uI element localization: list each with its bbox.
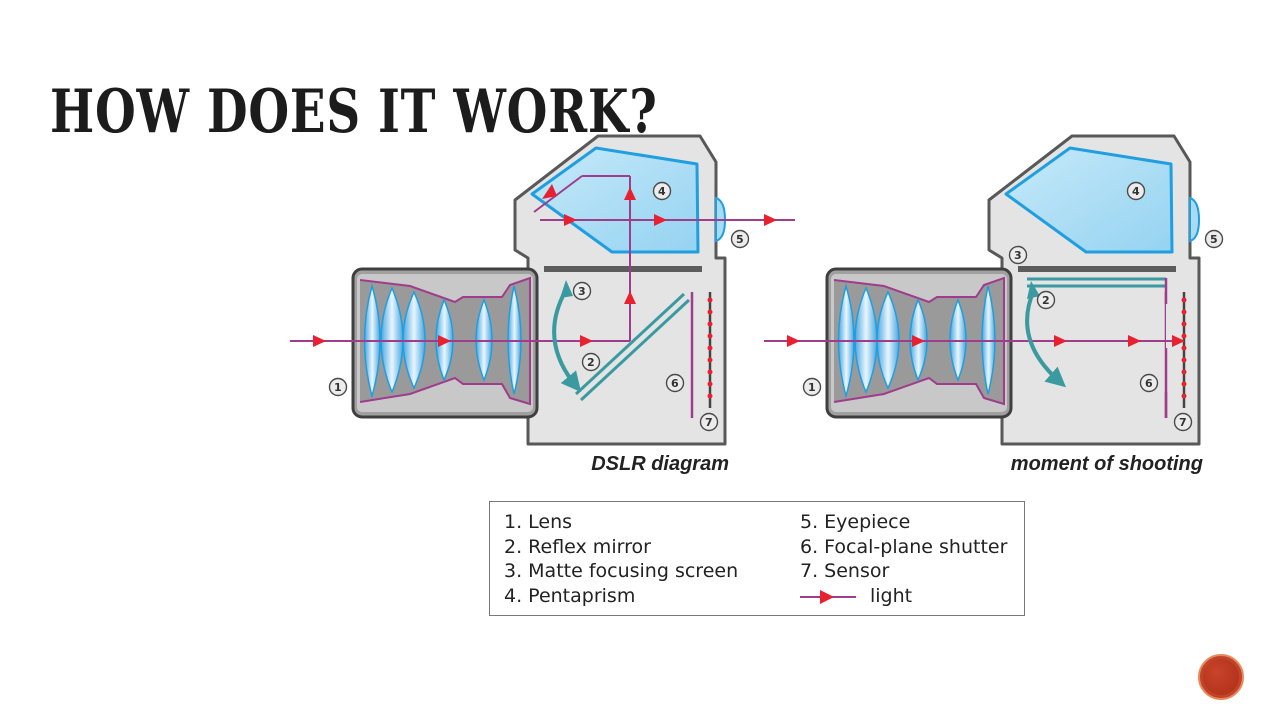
svg-text:5: 5 bbox=[736, 233, 744, 246]
legend-light-row: light bbox=[800, 584, 1007, 610]
svg-text:3: 3 bbox=[578, 285, 586, 298]
svg-text:7: 7 bbox=[1179, 416, 1187, 429]
svg-text:6: 6 bbox=[1145, 377, 1153, 390]
slide-title: HOW DOES IT WORK? bbox=[50, 77, 658, 147]
diagram-markers-left: 1 2 3 4 5 6 7 bbox=[328, 181, 750, 432]
legend-box: 1. Lens 2. Reflex mirror 3. Matte focusi… bbox=[489, 501, 1025, 616]
light-arrow-icon bbox=[800, 589, 856, 604]
svg-text:3: 3 bbox=[1014, 249, 1022, 262]
diagram-markers-right: 1 2 3 4 5 6 7 bbox=[802, 181, 1224, 432]
svg-text:1: 1 bbox=[334, 381, 342, 394]
svg-text:5: 5 bbox=[1210, 233, 1218, 246]
svg-text:7: 7 bbox=[705, 416, 713, 429]
svg-text:6: 6 bbox=[671, 377, 679, 390]
caption-dslr-diagram: DSLR diagram bbox=[591, 453, 729, 475]
sensor-dots-right bbox=[1181, 297, 1187, 399]
legend-item: 1. Lens bbox=[504, 511, 573, 533]
light-arrowheads-right bbox=[787, 335, 1185, 347]
svg-text:4: 4 bbox=[1132, 185, 1140, 198]
left-camera: 1 2 3 4 5 6 7 DSLR diagram bbox=[290, 134, 795, 475]
circle-next-icon[interactable] bbox=[1198, 654, 1244, 700]
light-path-left bbox=[290, 175, 795, 342]
svg-text:2: 2 bbox=[1042, 294, 1050, 307]
mirror-swing-arrow-left bbox=[552, 289, 582, 393]
svg-text:1: 1 bbox=[808, 381, 816, 394]
right-camera: 1 2 3 4 5 6 7 moment of shooting bbox=[764, 134, 1224, 475]
legend-item: 2. Reflex mirror bbox=[504, 535, 651, 558]
legend-right-column: 5. Eyepiece 6. Focal-plane shutter 7. Se… bbox=[800, 510, 1007, 610]
caption-moment-of-shooting: moment of shooting bbox=[1011, 453, 1203, 475]
svg-text:2: 2 bbox=[587, 356, 595, 369]
legend-item: 4. Pentaprism bbox=[504, 584, 636, 607]
sensor-dots-left bbox=[707, 297, 713, 399]
legend-item: 5. Eyepiece bbox=[800, 511, 911, 533]
svg-text:4: 4 bbox=[658, 185, 666, 198]
legend-item: 7. Sensor bbox=[800, 560, 890, 582]
legend-left-column: 1. Lens 2. Reflex mirror 3. Matte focusi… bbox=[504, 510, 738, 608]
legend-item: 3. Matte focusing screen bbox=[504, 560, 739, 582]
light-arrowheads-left bbox=[313, 184, 777, 347]
reflex-mirror-left bbox=[574, 292, 686, 396]
mirror-swing-arrow-right bbox=[1025, 289, 1067, 388]
legend-light-label: light bbox=[870, 585, 913, 608]
legend-item: 6. Focal-plane shutter bbox=[800, 535, 1008, 558]
